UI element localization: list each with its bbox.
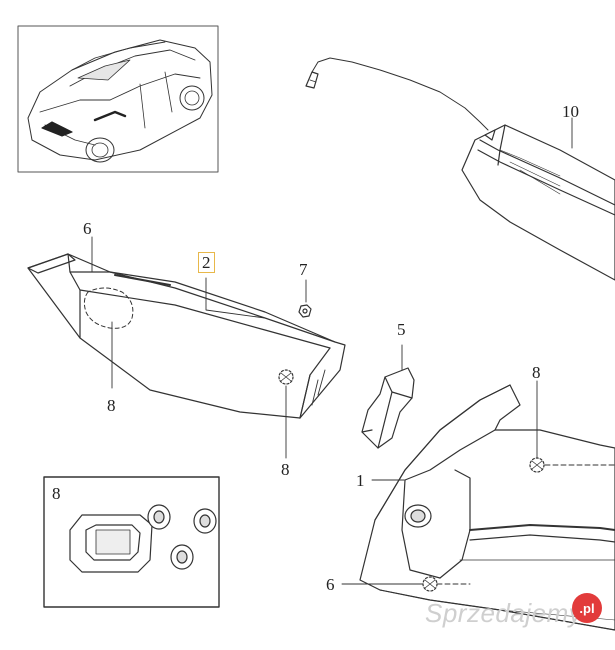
nut-part-7 — [298, 304, 312, 318]
callout-7: 7 — [299, 260, 308, 279]
grommet-inset — [43, 476, 220, 608]
callout-1: 1 — [356, 471, 365, 490]
trim-panel-part-2 — [27, 253, 346, 419]
callout-5: 5 — [397, 320, 406, 339]
watermark-badge: .pl — [572, 593, 602, 623]
callout-10: 10 — [562, 102, 579, 121]
callout-6-left: 6 — [83, 219, 92, 238]
bracket-part-5 — [361, 367, 415, 449]
watermark-text: Sprzedajemy — [425, 598, 583, 628]
callout-8-right: 8 — [532, 363, 541, 382]
leader-lines — [91, 117, 573, 585]
lamp-part-10 — [305, 57, 615, 281]
car-location-inset — [17, 25, 219, 173]
callout-8-mid: 8 — [281, 460, 290, 479]
callout-8-inset: 8 — [52, 484, 61, 503]
callout-6-bottom: 6 — [326, 575, 335, 594]
callout-8-left: 8 — [107, 396, 116, 415]
callout-2-highlighted: 2 — [198, 252, 215, 273]
lamp-housing-part-1 — [359, 384, 615, 631]
